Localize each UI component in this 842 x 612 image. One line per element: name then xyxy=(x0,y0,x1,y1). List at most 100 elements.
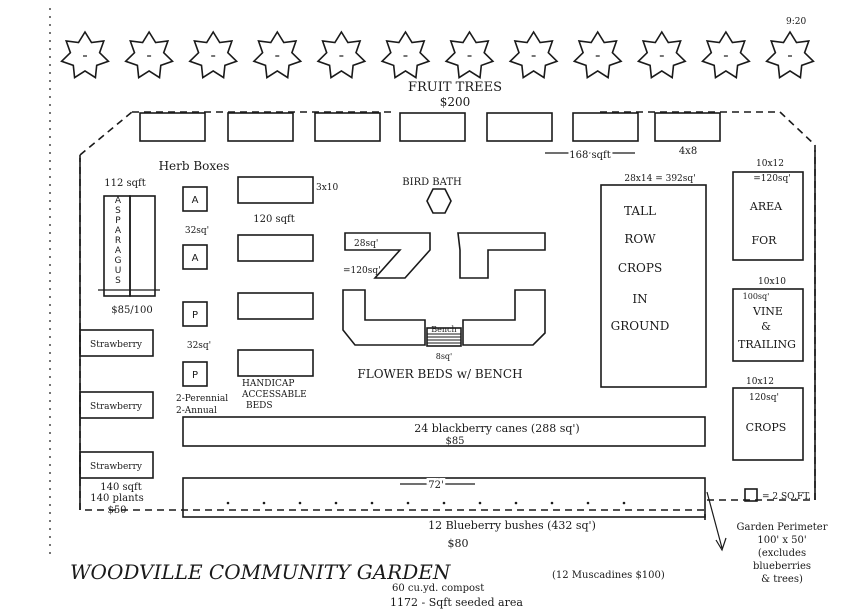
top-beds-area: 168 sqft xyxy=(569,150,611,161)
muscadines-note: (12 Muscadines $100) xyxy=(552,570,665,581)
fruit-tree-10 xyxy=(636,30,687,79)
area-for-size: 10x12 xyxy=(756,159,784,169)
fruit-tree-4 xyxy=(252,30,303,79)
vine-area: 100sq' xyxy=(743,292,770,301)
vine-line-1: VINE xyxy=(752,305,783,318)
strawberry-bed-1 xyxy=(79,329,154,357)
handicap-bed-2 xyxy=(237,234,314,262)
fruit-tree-row xyxy=(60,30,815,79)
fruit-tree-8 xyxy=(508,30,559,79)
asparagus-cost: $85/100 xyxy=(111,305,153,316)
legend-label: = 2 SQ.FT. xyxy=(762,492,811,502)
herb-box-p-2-label: P xyxy=(192,370,198,381)
vine-trailing-box xyxy=(732,288,804,362)
blueberry-bush-marker xyxy=(514,501,518,505)
fruit-tree-1 xyxy=(60,30,110,79)
strawberry-cost: $50 xyxy=(107,505,126,516)
garden-perimeter xyxy=(79,111,816,520)
tall-row-crops-line: ROW xyxy=(624,232,656,246)
blueberry-bush-marker xyxy=(370,501,374,505)
bird-bath-hexagon xyxy=(426,188,452,214)
perimeter-note-line: blueberries xyxy=(753,561,811,572)
top-bed-3 xyxy=(314,112,381,142)
flower-bed-area-total: =120sq' xyxy=(343,266,381,276)
blueberry-bush-marker xyxy=(550,501,554,505)
blueberry-bush-marker xyxy=(478,501,482,505)
handicap-label-3: BEDS xyxy=(246,401,273,411)
fruit-tree-11 xyxy=(701,30,751,79)
asparagus-letter: R xyxy=(115,236,121,246)
strawberry-bed-1-label: Strawberry xyxy=(90,340,143,350)
blueberry-bush-marker xyxy=(442,501,446,505)
asparagus-letter: G xyxy=(115,256,122,266)
herb-box-a-2 xyxy=(182,244,208,270)
vine-size: 10x10 xyxy=(758,277,786,287)
perimeter-note-line: 100' x 50' xyxy=(757,535,806,546)
handicap-bed-area: 120 sqft xyxy=(253,214,295,225)
strawberry-bed-2 xyxy=(79,391,154,419)
tall-row-crops-line: TALL xyxy=(624,204,656,218)
blueberry-bush-marker xyxy=(226,501,230,505)
handicap-bed-4 xyxy=(237,349,314,377)
top-bed-2 xyxy=(227,112,294,142)
blackberry-cost: $85 xyxy=(445,436,464,447)
strawberry-plants: 140 plants xyxy=(90,493,143,504)
handicap-bed-size: 3x10 xyxy=(316,183,339,193)
asparagus-letter: A xyxy=(115,196,122,206)
tall-row-crops-line: GROUND xyxy=(611,319,670,333)
herb-box-p-1 xyxy=(182,301,208,327)
herb-boxes-title: Herb Boxes xyxy=(159,159,230,173)
crops-box xyxy=(732,387,804,461)
herb-note-annual: 2-Annual xyxy=(176,406,217,416)
crops-area: 120sq' xyxy=(749,393,779,403)
area-for-area: =120sq' xyxy=(753,174,791,184)
fruit-tree-12 xyxy=(765,30,815,79)
bird-bath-label: BIRD BATH xyxy=(402,177,462,188)
asparagus-letter: A xyxy=(115,246,122,256)
blackberry-label: 24 blackberry canes (288 sq') xyxy=(414,422,579,435)
asparagus-letter: A xyxy=(115,226,122,236)
tall-row-crops-area xyxy=(600,184,707,388)
asparagus-letter: P xyxy=(115,216,121,226)
asparagus-letter: S xyxy=(115,206,121,216)
herb-box-a-1-label: A xyxy=(192,195,199,206)
handicap-bed-1 xyxy=(237,176,314,204)
fruit-tree-3 xyxy=(188,30,239,79)
top-bed-7 xyxy=(654,112,721,142)
seeded-area-note: 1172 - Sqft seeded area xyxy=(390,596,523,609)
bench-area: 8sq' xyxy=(436,352,453,361)
blueberry-bush-marker xyxy=(262,501,266,505)
handicap-label-2: ACCESSABLE xyxy=(241,390,307,400)
blueberry-bush-marker xyxy=(406,501,410,505)
perimeter-note-line: Garden Perimeter xyxy=(737,522,828,533)
handicap-bed-3 xyxy=(237,292,314,320)
blueberry-bush-marker xyxy=(622,501,626,505)
herb-box-a-1 xyxy=(182,186,208,212)
top-beds-size: 4x8 xyxy=(679,146,697,157)
vine-line-2: & xyxy=(761,320,771,333)
area-for-box xyxy=(732,171,804,261)
flower-bed-top-right xyxy=(457,232,546,279)
tall-row-crops-line: CROPS xyxy=(618,261,662,275)
fruit-tree-5 xyxy=(316,30,367,79)
strawberry-bed-2-label: Strawberry xyxy=(90,402,143,412)
perimeter-arrow xyxy=(706,491,727,552)
strawberry-bed-3-label: Strawberry xyxy=(90,462,143,472)
blueberry-bed xyxy=(182,477,706,518)
flower-bed-bottom-right xyxy=(462,289,546,346)
fruit-tree-9 xyxy=(572,30,623,79)
crops-line-1: CROPS xyxy=(746,421,787,434)
bench-slats xyxy=(427,333,461,344)
fruit-tree-2 xyxy=(124,30,174,79)
flower-beds-label: FLOWER BEDS w/ BENCH xyxy=(357,367,522,381)
perimeter-note-line: (excludes xyxy=(758,548,806,559)
crops-size: 10x12 xyxy=(746,377,774,387)
page-number: 9:20 xyxy=(786,17,806,27)
fruit-trees-label: FRUIT TREES xyxy=(408,80,502,95)
herb-box-p-2 xyxy=(182,361,208,387)
flower-bed-top-left xyxy=(344,232,431,279)
garden-title: WOODVILLE COMMUNITY GARDEN xyxy=(70,560,452,584)
handicap-label-1: HANDICAP xyxy=(242,379,294,389)
